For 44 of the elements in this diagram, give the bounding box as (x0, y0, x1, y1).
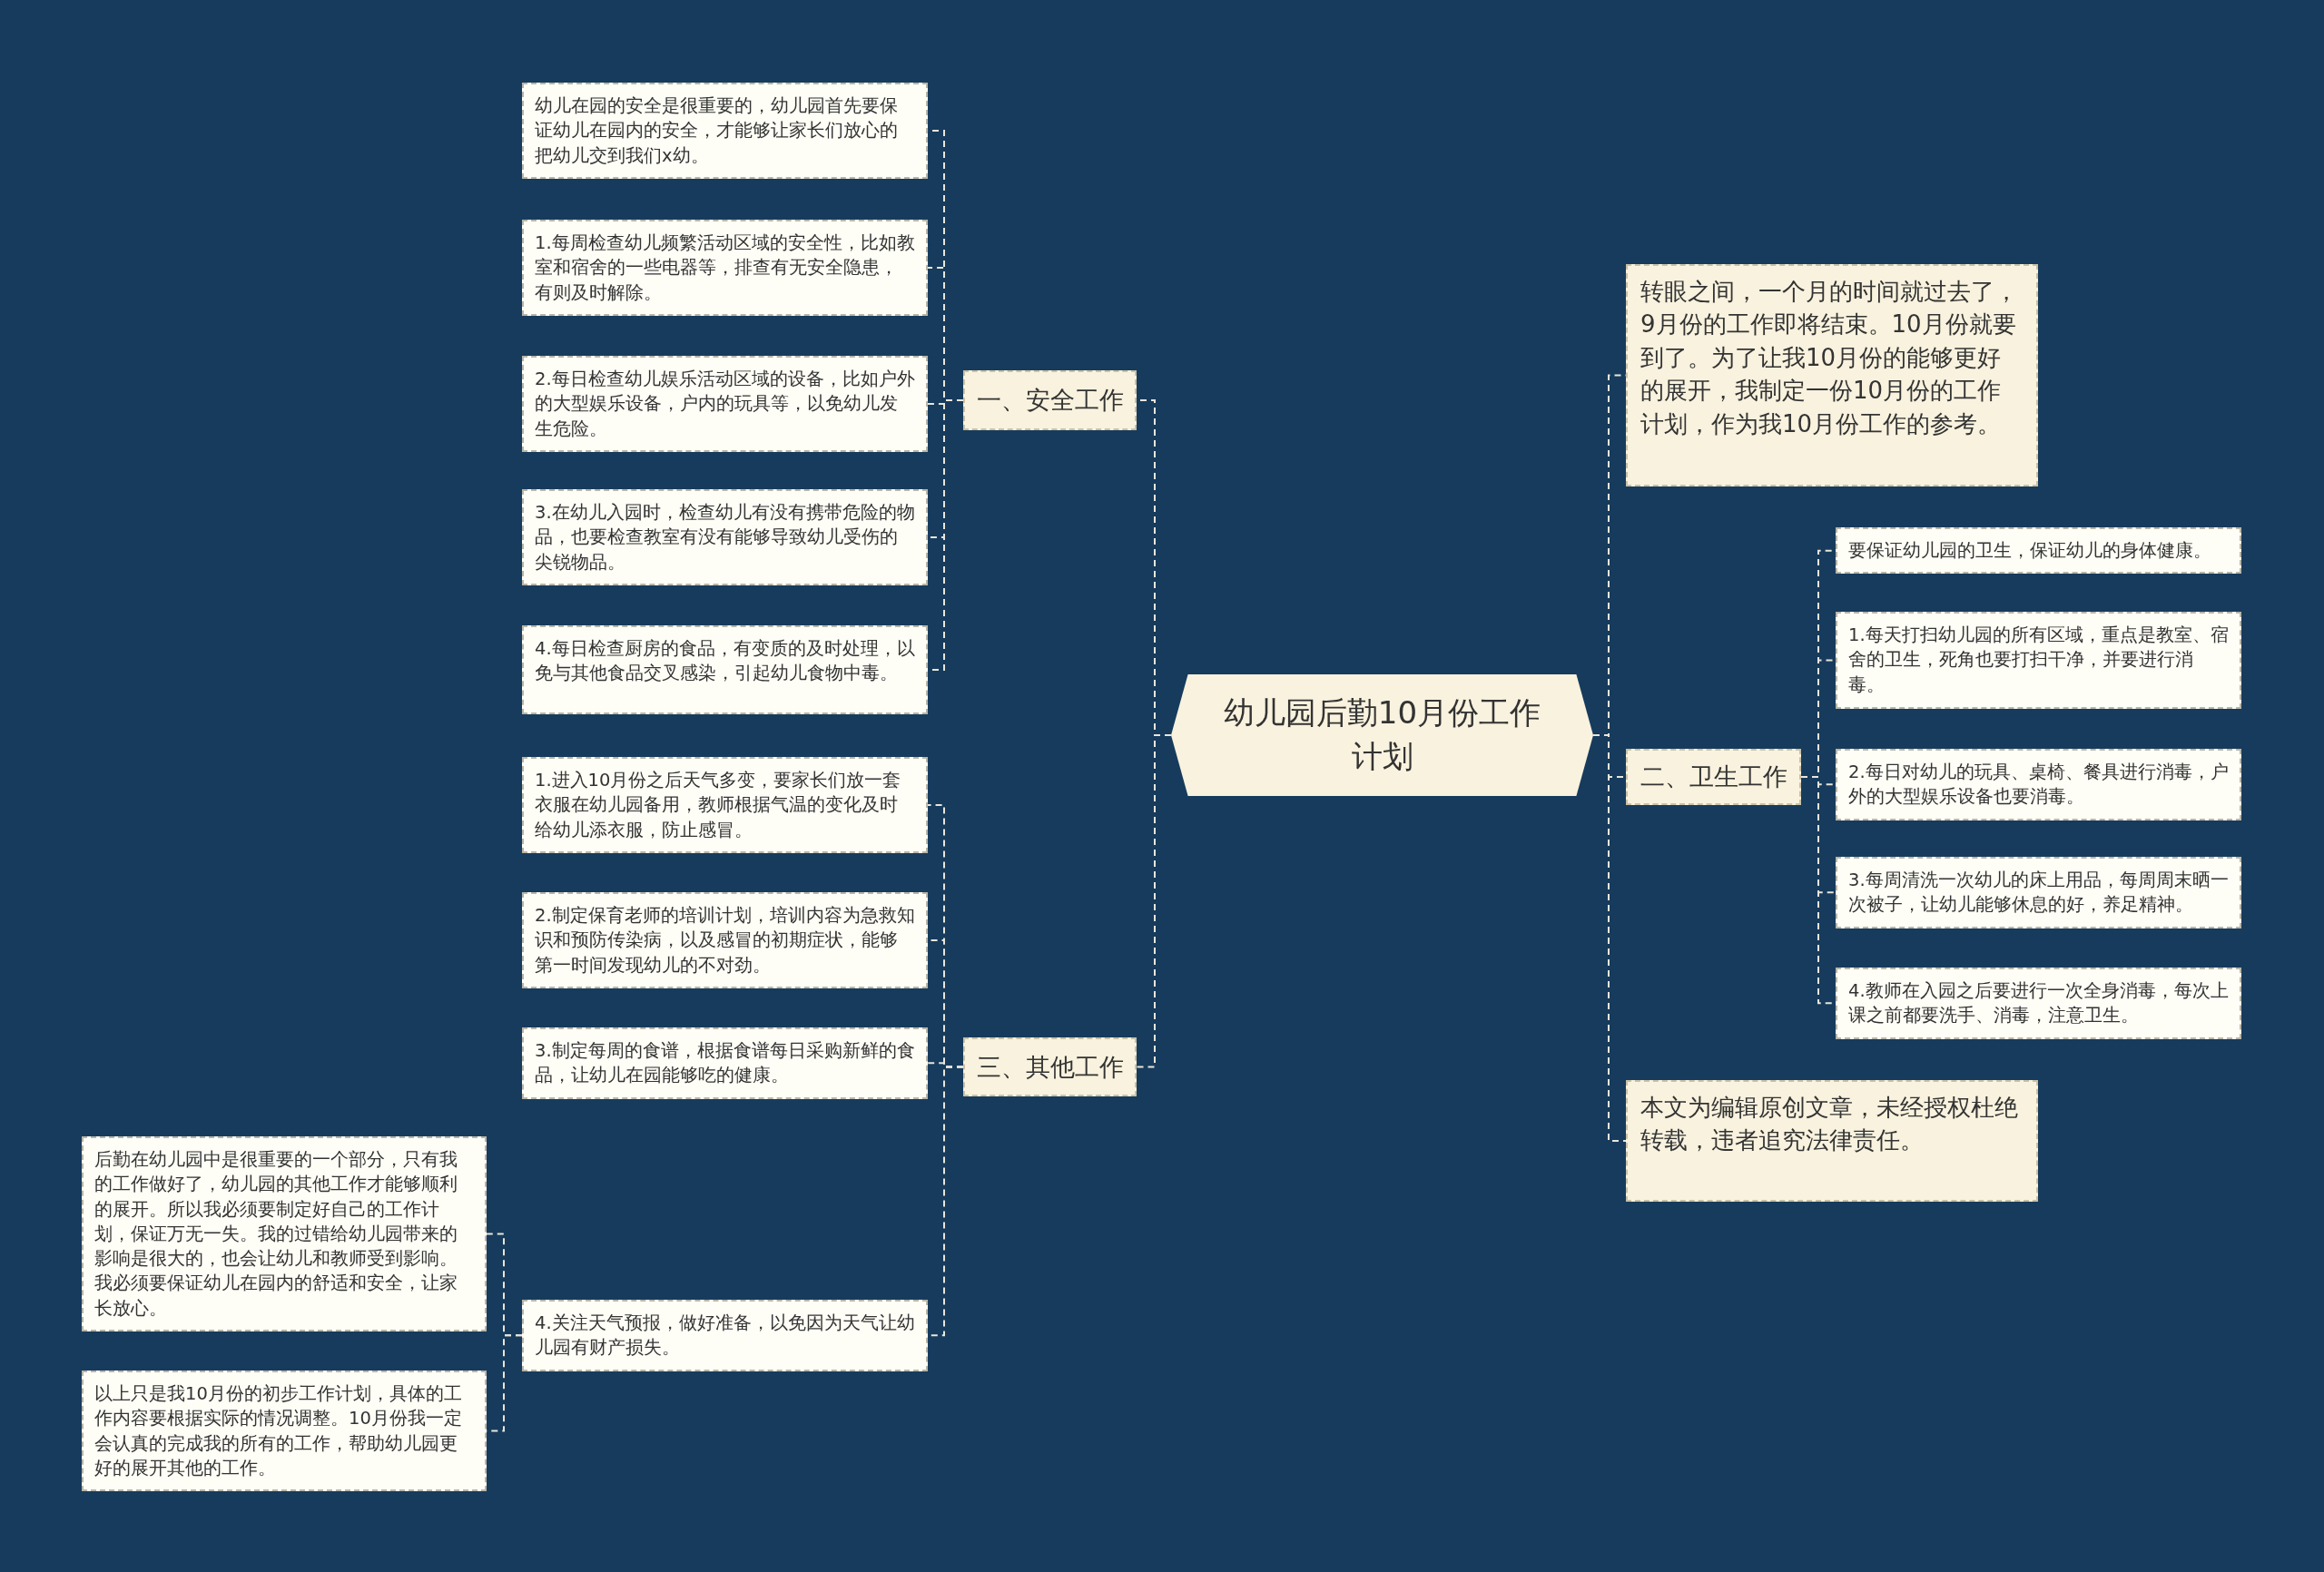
subtopic-box (1836, 527, 2241, 575)
subtopic-box (82, 1371, 487, 1492)
subtopic-box (82, 1136, 487, 1332)
branch-topic-box (963, 370, 1137, 430)
title-text: 幼儿园后勤10月份工作计划 (1222, 693, 1542, 776)
subtopic-box (1836, 749, 2241, 820)
subtopic-box (1836, 612, 2241, 709)
topic-text: 1.进入10月份之后天气多变，要家长们放一套衣服在幼儿园备用，教师根据气温的变化及时给幼儿添衣服，防止感冒。 (535, 770, 901, 840)
note-box (1626, 264, 2038, 486)
topic-text: 3.制定每周的食谱，根据食谱每日采购新鲜的食品，让幼儿在园能够吃的健康。 (535, 1040, 915, 1086)
topic-text: 1.每天打扫幼儿园的所有区域，重点是教室、宿舍的卫生，死角也要打扫干净，并要进行消毒。 (1848, 624, 2229, 695)
note-box (1626, 1080, 2038, 1202)
subtopic-box (1836, 968, 2241, 1039)
branch-topic-box (963, 1037, 1137, 1096)
topic-text: 本文为编辑原创文章，未经授权杜绝转载，违者追究法律责任。 (1640, 1094, 2018, 1154)
topic-text: 4.关注天气预报，做好准备，以免因为天气让幼儿园有财产损失。 (535, 1312, 915, 1359)
subtopic-box (522, 892, 928, 988)
topic-text: 二、卫生工作 (1640, 761, 1787, 793)
topic-text: 后勤在幼儿园中是很重要的一个部分，只有我的工作做好了，幼儿园的其他工作才能够顺利的展开。所以我必须要制定好自己的工作计划，保证万无一失。我的过错给幼儿园带来的影响是很大的，也会让幼儿和教师受到影响。我必须要保证幼儿在园内的舒适和安全，让家长放心。 (94, 1149, 458, 1319)
topic-text: 2.每日检查幼儿娱乐活动区域的设备，比如户外的大型娱乐设备，户内的玩具等，以免幼儿发生危险。 (535, 368, 915, 439)
topic-text: 要保证幼儿园的卫生，保证幼儿的身体健康。 (1848, 540, 2211, 561)
subtopic-box (522, 625, 928, 714)
branch-topic-box (1626, 749, 1801, 805)
central-topic-hexagon (1171, 674, 1593, 796)
subtopic-box (1836, 857, 2241, 928)
topic-text: 2.制定保育老师的培训计划，培训内容为急救知识和预防传染病，以及感冒的初期症状，能够第一时间发现幼儿的不对劲。 (535, 905, 915, 976)
topic-text: 3.在幼儿入园时，检查幼儿有没有携带危险的物品，也要检查教室有没有能够导致幼儿受伤的尖锐物品。 (535, 502, 915, 573)
subtopic-box (522, 220, 928, 316)
topic-text: 一、安全工作 (976, 385, 1124, 417)
subtopic-box (522, 489, 928, 585)
subtopic-box (522, 757, 928, 853)
topic-text: 2.每日对幼儿的玩具、桌椅、餐具进行消毒，户外的大型娱乐设备也要消毒。 (1848, 761, 2229, 808)
topic-text: 3.每周清洗一次幼儿的床上用品，每周周末晒一次被子，让幼儿能够休息的好，养足精神。 (1848, 870, 2229, 916)
topic-text: 三、其他工作 (976, 1051, 1124, 1083)
topic-text: 幼儿在园的安全是很重要的，幼儿园首先要保证幼儿在园内的安全，才能够让家长们放心的把幼儿交到我们x幼。 (535, 95, 898, 166)
subtopic-box (522, 1027, 928, 1099)
topic-text: 以上只是我10月份的初步工作计划，具体的工作内容要根据实际的情况调整。10月份我一定会认真的完成我的所有的工作，帮助幼儿园更好的展开其他的工作。 (94, 1383, 462, 1479)
topic-text: 转眼之间，一个月的时间就过去了，9月份的工作即将结束。10月份就要到了。为了让我10月份的能够更好的展开，我制定一份10月份的工作计划，作为我10月份工作的参考。 (1640, 278, 2018, 437)
subtopic-box (522, 1300, 928, 1371)
topic-text: 1.每周检查幼儿频繁活动区域的安全性，比如教室和宿舍的一些电器等，排查有无安全隐患，有则及时解除。 (535, 232, 915, 303)
subtopic-box (522, 83, 928, 179)
topic-text: 4.每日检查厨房的食品，有变质的及时处理，以免与其他食品交叉感染，引起幼儿食物中毒。 (535, 638, 915, 684)
subtopic-box (522, 356, 928, 452)
topic-text: 4.教师在入园之后要进行一次全身消毒，每次上课之前都要洗手、消毒，注意卫生。 (1848, 980, 2229, 1027)
